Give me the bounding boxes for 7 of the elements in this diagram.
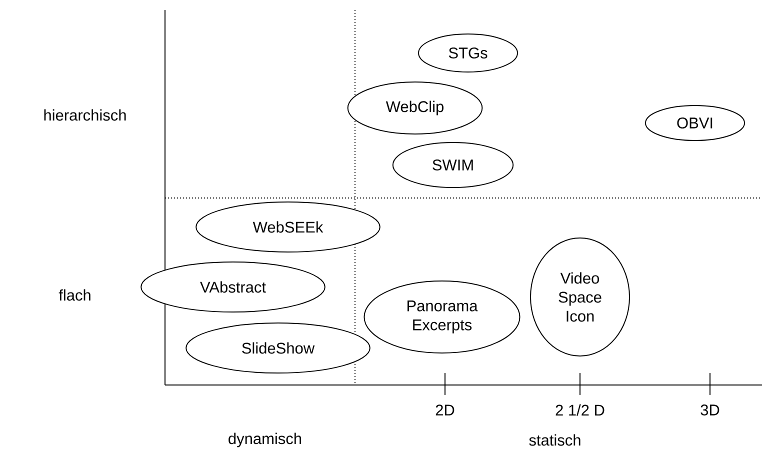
axis-label: 2 1/2 D [556, 404, 604, 416]
axis-label: dynamisch [228, 432, 302, 448]
axis-label: 3D [700, 404, 720, 416]
axis-label: statisch [529, 434, 580, 446]
axis-label: hierarchisch [44, 109, 126, 121]
axis-label: flach [58, 289, 90, 301]
axis-label: 2D [436, 404, 454, 416]
